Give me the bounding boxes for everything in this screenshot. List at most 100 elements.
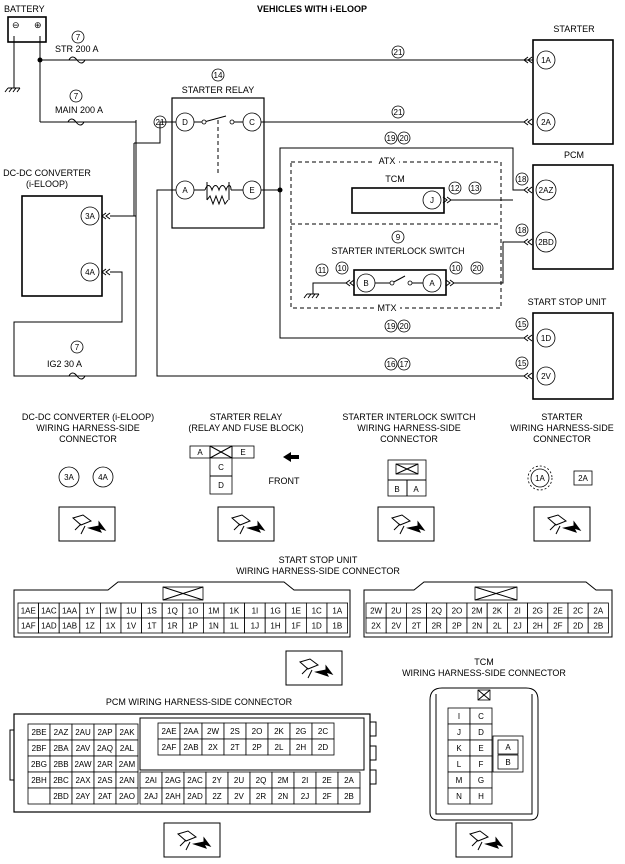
ssu-left-pin-label: 1AB bbox=[62, 622, 77, 631]
tcm-pin-label: G bbox=[478, 776, 484, 785]
relay-pin-e: E bbox=[249, 186, 254, 195]
tcm-side-cell bbox=[497, 754, 519, 770]
pcm-right-bottom-pin-label: 2AC bbox=[187, 776, 203, 785]
ref-19-a: 19 bbox=[387, 134, 396, 143]
ssu-left-pin-label: 1V bbox=[126, 622, 136, 631]
ref-18-a: 18 bbox=[518, 175, 527, 184]
ssu-left-pin-label: 1F bbox=[291, 622, 300, 631]
ref-18-b: 18 bbox=[518, 226, 527, 235]
ssu-right-pin-label: 2T bbox=[412, 622, 421, 631]
tcm-pin-label: I bbox=[458, 712, 460, 721]
ssu-left-pin-label: 1J bbox=[251, 622, 259, 631]
conn-starter-title-3: CONNECTOR bbox=[533, 434, 591, 444]
ssu-right-pin-label: 2E bbox=[553, 607, 563, 616]
ssu-left-pin-label: 1AD bbox=[41, 622, 57, 631]
conn-interlock-title-2: WIRING HARNESS-SIDE bbox=[357, 423, 461, 433]
conn-dcdc-title-2: WIRING HARNESS-SIDE bbox=[36, 423, 140, 433]
front-arrow-icon bbox=[283, 452, 299, 462]
ref-12: 12 bbox=[451, 184, 460, 193]
ssu-left-pin-label: 1B bbox=[332, 622, 342, 631]
pcm-right-bottom-pin-label: 2I bbox=[302, 776, 309, 785]
ssu-left-pin-label: 1Y bbox=[85, 607, 95, 616]
conn-dcdc-pin-3a: 3A bbox=[64, 473, 74, 482]
pcm-label: PCM bbox=[564, 150, 584, 160]
tcm-pin-label: C bbox=[478, 712, 484, 721]
ssu-label: START STOP UNIT bbox=[528, 297, 607, 307]
ssu-right-pin-label: 2W bbox=[370, 607, 382, 616]
pcm-right-bottom-pin-label: 2N bbox=[278, 792, 288, 801]
ssu-right-pin-label: 2D bbox=[573, 622, 583, 631]
tcm-conn-title-2: WIRING HARNESS-SIDE CONNECTOR bbox=[402, 668, 566, 678]
pcm-right-bottom-pin-label: 2Z bbox=[212, 792, 221, 801]
conn-relay-pin-d: D bbox=[218, 481, 224, 490]
pcm-left-pin-label: 2AN bbox=[119, 776, 135, 785]
dcdc-pin-3a: 3A bbox=[85, 212, 95, 221]
atx-label: ATX bbox=[379, 156, 396, 166]
conn-starter-pin-1a: 1A bbox=[535, 474, 545, 483]
pcm-right-top-pin-label: 2X bbox=[208, 743, 218, 752]
interlock-label: STARTER INTERLOCK SWITCH bbox=[331, 246, 464, 256]
ssu-left-pin-label: 1D bbox=[312, 622, 322, 631]
pcm-left-pin-label: 2AW bbox=[74, 760, 91, 769]
ssu-left-pin-label: 1C bbox=[312, 607, 322, 616]
tcm-pin-label: L bbox=[457, 760, 462, 769]
pcm-left-pin-label: 2BB bbox=[53, 760, 68, 769]
conn-relay-title-1: STARTER RELAY bbox=[210, 412, 283, 422]
pcm-right-bottom-pin-label: 2AD bbox=[187, 792, 203, 801]
pcm-left-pin-label: 2BD bbox=[53, 792, 69, 801]
pcm-left-pin-label: 2BG bbox=[31, 760, 47, 769]
ground-icon bbox=[4, 87, 21, 93]
conn-interlock-pin-b: B bbox=[394, 485, 399, 494]
ssu-left-pin-label: 1W bbox=[105, 607, 117, 616]
fuse-ref-3: 7 bbox=[75, 343, 80, 352]
pcm-right-top-pin-label: 2AB bbox=[183, 743, 198, 752]
ssu-right-pin-label: 2B bbox=[593, 622, 603, 631]
ssu-right-pin-label: 2P bbox=[452, 622, 462, 631]
conn-relay-pin-c: C bbox=[218, 463, 224, 472]
ssu-right-cell bbox=[587, 617, 609, 634]
ref-11: 11 bbox=[318, 266, 327, 275]
ssu-left-cell bbox=[326, 617, 349, 634]
conn-dcdc-title-3: CONNECTOR bbox=[59, 434, 117, 444]
tcm-cell bbox=[469, 787, 493, 805]
tcm-side-cell bbox=[497, 739, 519, 755]
pcm-left-pin-label: 2AP bbox=[97, 728, 112, 737]
pcm-right-bottom-pin-label: 2B bbox=[344, 792, 354, 801]
ref-10-a: 10 bbox=[338, 264, 347, 273]
interlock-pin-a: A bbox=[429, 279, 435, 288]
ssu-right-pin-label: 2M bbox=[472, 607, 483, 616]
pcm-left-pin-label: 2AZ bbox=[54, 728, 69, 737]
dcdc-label-1: DC-DC CONVERTER bbox=[3, 168, 91, 178]
tcm-pin-label: D bbox=[478, 728, 484, 737]
pcm-left-pin-label: 2AT bbox=[98, 792, 112, 801]
ssu-right-pin-label: 2R bbox=[432, 622, 442, 631]
ssu-left-pin-label: 1AE bbox=[21, 607, 36, 616]
pcm-right-top-pin-label: 2K bbox=[274, 727, 284, 736]
ref-10-b: 10 bbox=[452, 264, 461, 273]
pcm-pin-2bd: 2BD bbox=[538, 238, 554, 247]
conn-relay-title-2: (RELAY AND FUSE BLOCK) bbox=[188, 423, 303, 433]
conn-starter-title-1: STARTER bbox=[541, 412, 583, 422]
pcm-left-pin-label: 2AO bbox=[119, 792, 135, 801]
ssu-left-pin-label: 1T bbox=[147, 622, 156, 631]
conn-interlock-title-1: STARTER INTERLOCK SWITCH bbox=[342, 412, 475, 422]
ssu-right-pin-label: 2A bbox=[593, 607, 603, 616]
battery-neg-icon: ⊖ bbox=[12, 20, 20, 30]
connector-view-icon bbox=[377, 506, 435, 542]
connector-view-icon bbox=[533, 506, 591, 542]
pcm-left-pin-label: 2BC bbox=[53, 776, 69, 785]
tcm-pin-label: E bbox=[478, 744, 483, 753]
ssu-right-pin-label: 2N bbox=[472, 622, 482, 631]
pcm-right-top-pin-label: 2AF bbox=[162, 743, 177, 752]
ssu-left-pin-label: 1AF bbox=[21, 622, 36, 631]
pcm-left-cell bbox=[27, 787, 51, 805]
pcm-right-bottom-pin-label: 2AI bbox=[145, 776, 157, 785]
battery-label: BATTERY bbox=[4, 4, 45, 14]
pcm-right-top-pin-label: 2T bbox=[230, 743, 239, 752]
pcm-pin-2az: 2AZ bbox=[539, 186, 554, 195]
tcm-pin-label: J bbox=[457, 728, 461, 737]
tcm-label: TCM bbox=[385, 174, 405, 184]
pcm-left-pin-label: 2AR bbox=[97, 760, 113, 769]
